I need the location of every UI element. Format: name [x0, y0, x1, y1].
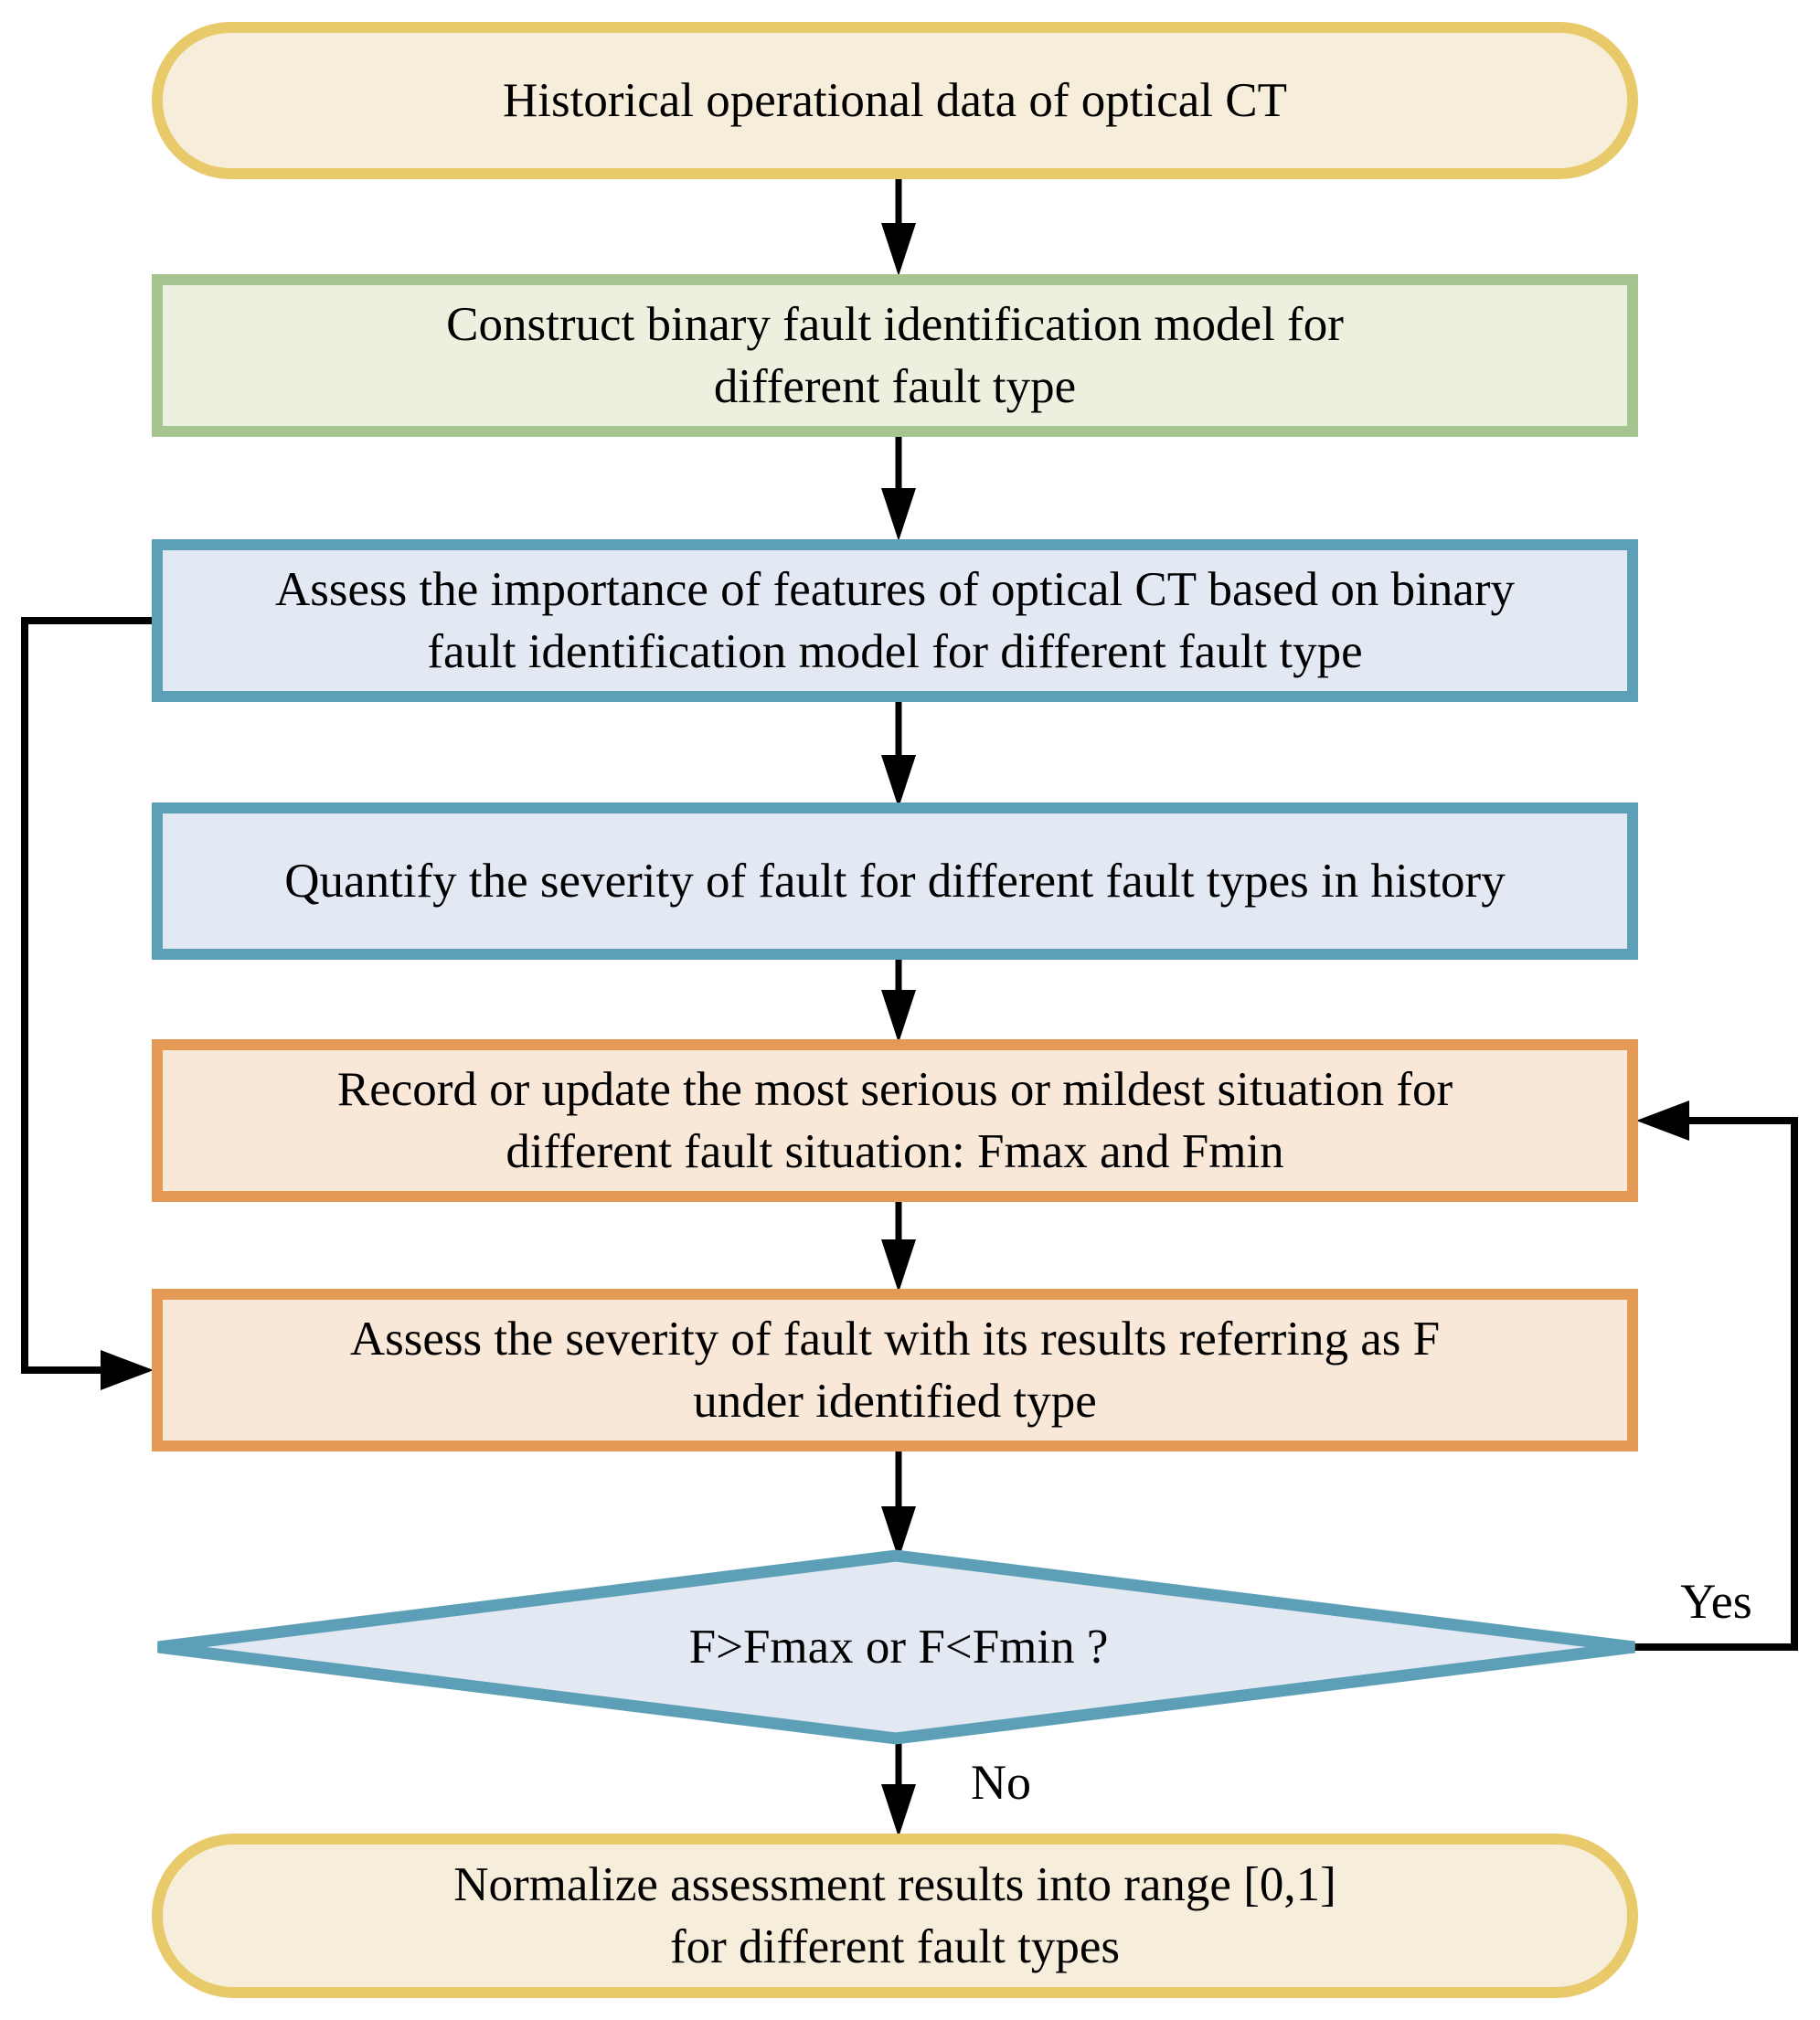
arrow-down-start-to-construct-icon: [881, 179, 916, 276]
node-construct-model: Construct binary fault identification mo…: [152, 274, 1638, 437]
arrow-down-decision-to-normalize-icon: [881, 1738, 916, 1837]
node-normalize: Normalize assessment results into range …: [152, 1834, 1638, 1998]
node-quantify-severity-label: Quantify the severity of fault for diffe…: [284, 855, 1506, 908]
node-quantify-severity: Quantify the severity of fault for diffe…: [152, 803, 1638, 960]
arrow-down-construct-to-assess-importance-icon: [881, 437, 916, 541]
decision-diamond-shape: [157, 1549, 1635, 1745]
arrow-down-quantify-to-record-icon: [881, 960, 916, 1043]
node-assess-importance-label: Assess the importance of features of opt…: [274, 563, 1516, 678]
connector-left-loop-icon: [21, 617, 154, 1390]
node-record-update: Record or update the most serious or mil…: [152, 1039, 1638, 1202]
node-start-label: Historical operational data of optical C…: [502, 74, 1287, 127]
node-start: Historical operational data of optical C…: [152, 22, 1638, 179]
node-construct-model-label: Construct binary fault identification mo…: [446, 298, 1344, 413]
edge-label-yes: Yes: [1680, 1574, 1752, 1629]
node-decision-label: F>Fmax or F<Fmin ?: [688, 1621, 1109, 1674]
arrow-down-assess-severity-to-decision-icon: [881, 1451, 916, 1559]
arrow-down-assess-importance-to-quantify-icon: [881, 702, 916, 808]
node-normalize-label: Normalize assessment results into range …: [453, 1858, 1336, 1973]
node-assess-importance: Assess the importance of features of opt…: [152, 539, 1638, 702]
node-record-update-label: Record or update the most serious or mil…: [336, 1063, 1453, 1178]
connector-yes-loop-icon: [1633, 1100, 1798, 1651]
node-assess-severity-label: Assess the severity of fault with its re…: [349, 1313, 1441, 1428]
edge-label-no: No: [971, 1755, 1031, 1810]
node-assess-severity: Assess the severity of fault with its re…: [152, 1289, 1638, 1451]
arrow-down-record-to-assess-severity-icon: [881, 1202, 916, 1292]
